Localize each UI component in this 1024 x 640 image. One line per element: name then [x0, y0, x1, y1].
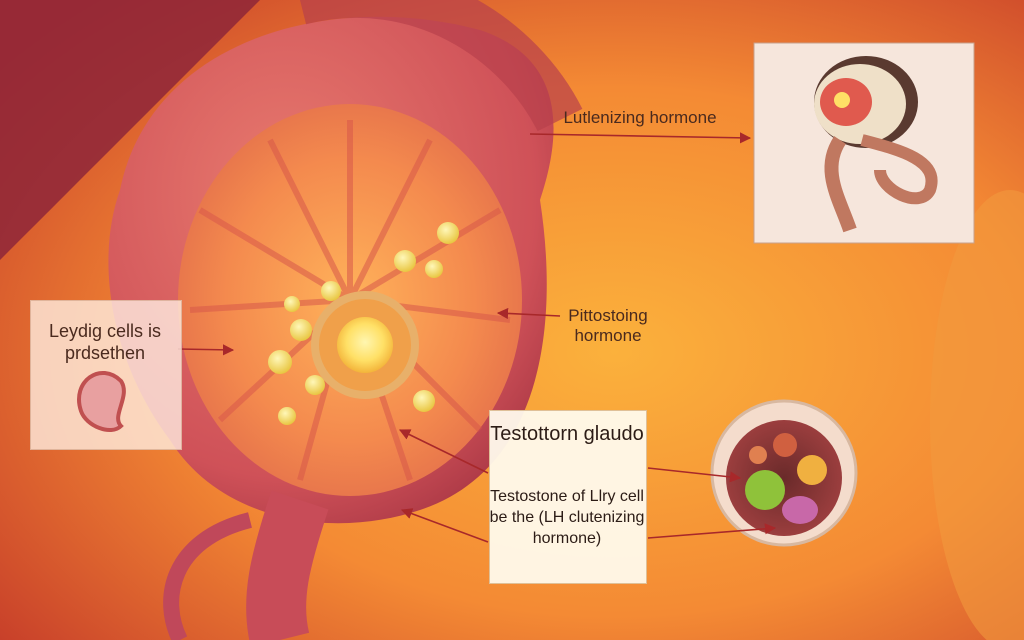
testosterone-gland-panel — [489, 410, 647, 584]
leydig-cell-icon — [77, 370, 126, 432]
leydig-cells-label: Leydig cells is prdsethen — [48, 321, 162, 363]
luteinizing-hormone-label: Lutlenizing hormone — [563, 108, 717, 127]
leydig-callout-panel — [30, 300, 182, 450]
gland-title: Testottorn glaudo — [490, 423, 644, 445]
follicle-stimulating-hormone-label: Pittostoing hormone — [568, 306, 648, 345]
gland-description: Testostone of Llry cell be the (LH clute… — [489, 488, 645, 547]
